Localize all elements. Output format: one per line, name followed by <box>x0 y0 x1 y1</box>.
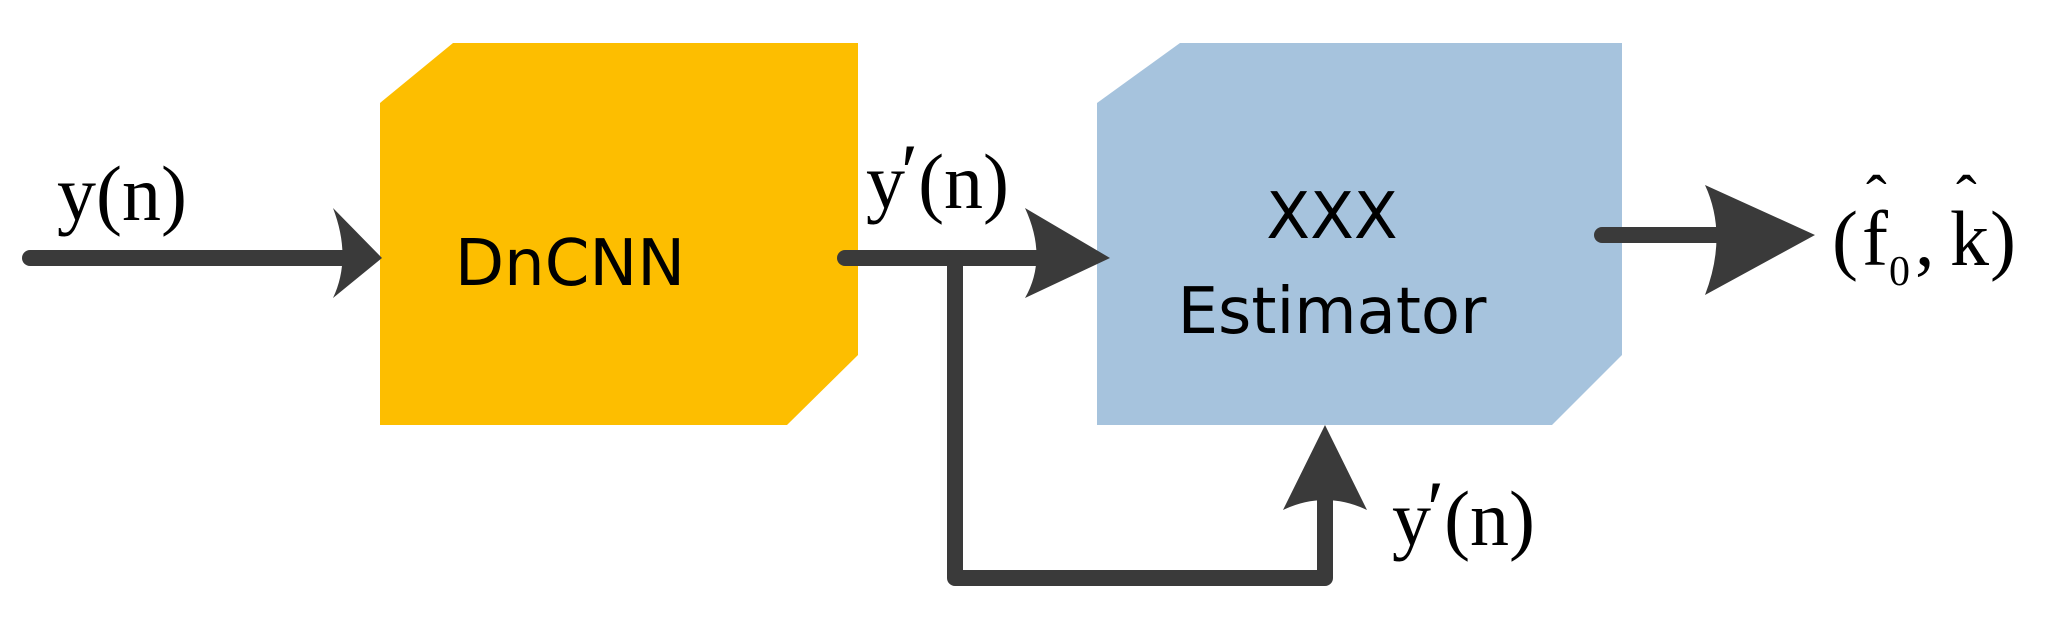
denoised-signal-label: y′(n) <box>866 128 1009 225</box>
dncnn-block-body <box>380 43 858 425</box>
input-arrow <box>22 208 382 298</box>
output-k-hat-accent: ˆ <box>1956 164 1977 232</box>
input-signal-label: y(n) <box>57 150 187 237</box>
input-arrow-head <box>333 208 382 298</box>
feedback-arrow-head <box>1283 425 1367 510</box>
feedback-path <box>947 250 1367 586</box>
feedback-signal-label: y′(n) <box>1392 465 1535 562</box>
feedback-path-line <box>947 250 1333 586</box>
output-f-hat-symbol: f <box>1862 195 1888 282</box>
output-comma: , <box>1915 195 1935 282</box>
estimator-block: XXX Estimator <box>1097 43 1622 425</box>
estimator-label-line2: Estimator <box>1178 275 1487 349</box>
output-arrow <box>1594 185 1815 295</box>
output-f-hat-accent: ˆ <box>1866 164 1887 232</box>
output-estimate-label: ( f ˆ 0 , k ˆ ) <box>1832 164 2016 295</box>
dncnn-label: DnCNN <box>455 227 685 301</box>
estimator-label-line1: XXX <box>1266 180 1398 254</box>
denoised-arrow-head <box>1025 208 1110 298</box>
estimator-block-body <box>1097 43 1622 425</box>
output-k-hat-symbol: k <box>1950 195 1989 282</box>
output-close-paren: ) <box>1990 195 2016 282</box>
output-f-subscript: 0 <box>1889 249 1910 295</box>
dncnn-block: DnCNN <box>380 43 858 425</box>
output-open-paren: ( <box>1832 195 1858 282</box>
output-arrow-head <box>1705 185 1815 295</box>
